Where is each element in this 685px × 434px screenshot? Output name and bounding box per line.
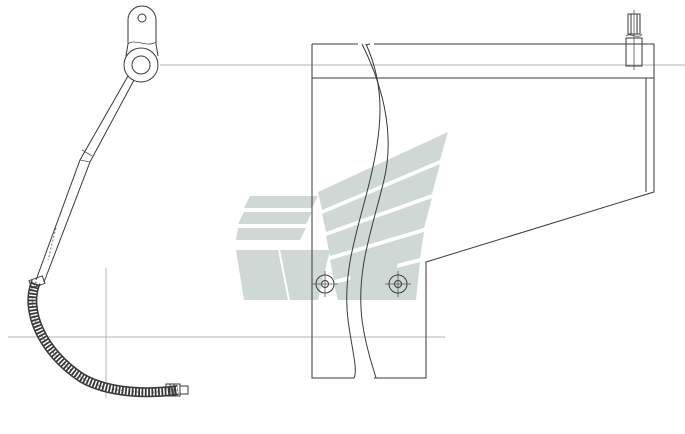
mounting-hole-right	[385, 271, 411, 297]
mounting-hole-left	[312, 271, 338, 297]
pivot-arm-with-hose	[27, 5, 189, 398]
pivot-ring	[123, 47, 159, 83]
mounting-bracket-plate	[311, 43, 655, 379]
break-line-left	[346, 43, 381, 379]
break-line-right	[360, 43, 389, 379]
arm-top-eye	[127, 5, 157, 44]
company-logo-watermark	[236, 132, 448, 300]
center-lines	[8, 64, 685, 398]
top-bolt	[625, 10, 643, 70]
